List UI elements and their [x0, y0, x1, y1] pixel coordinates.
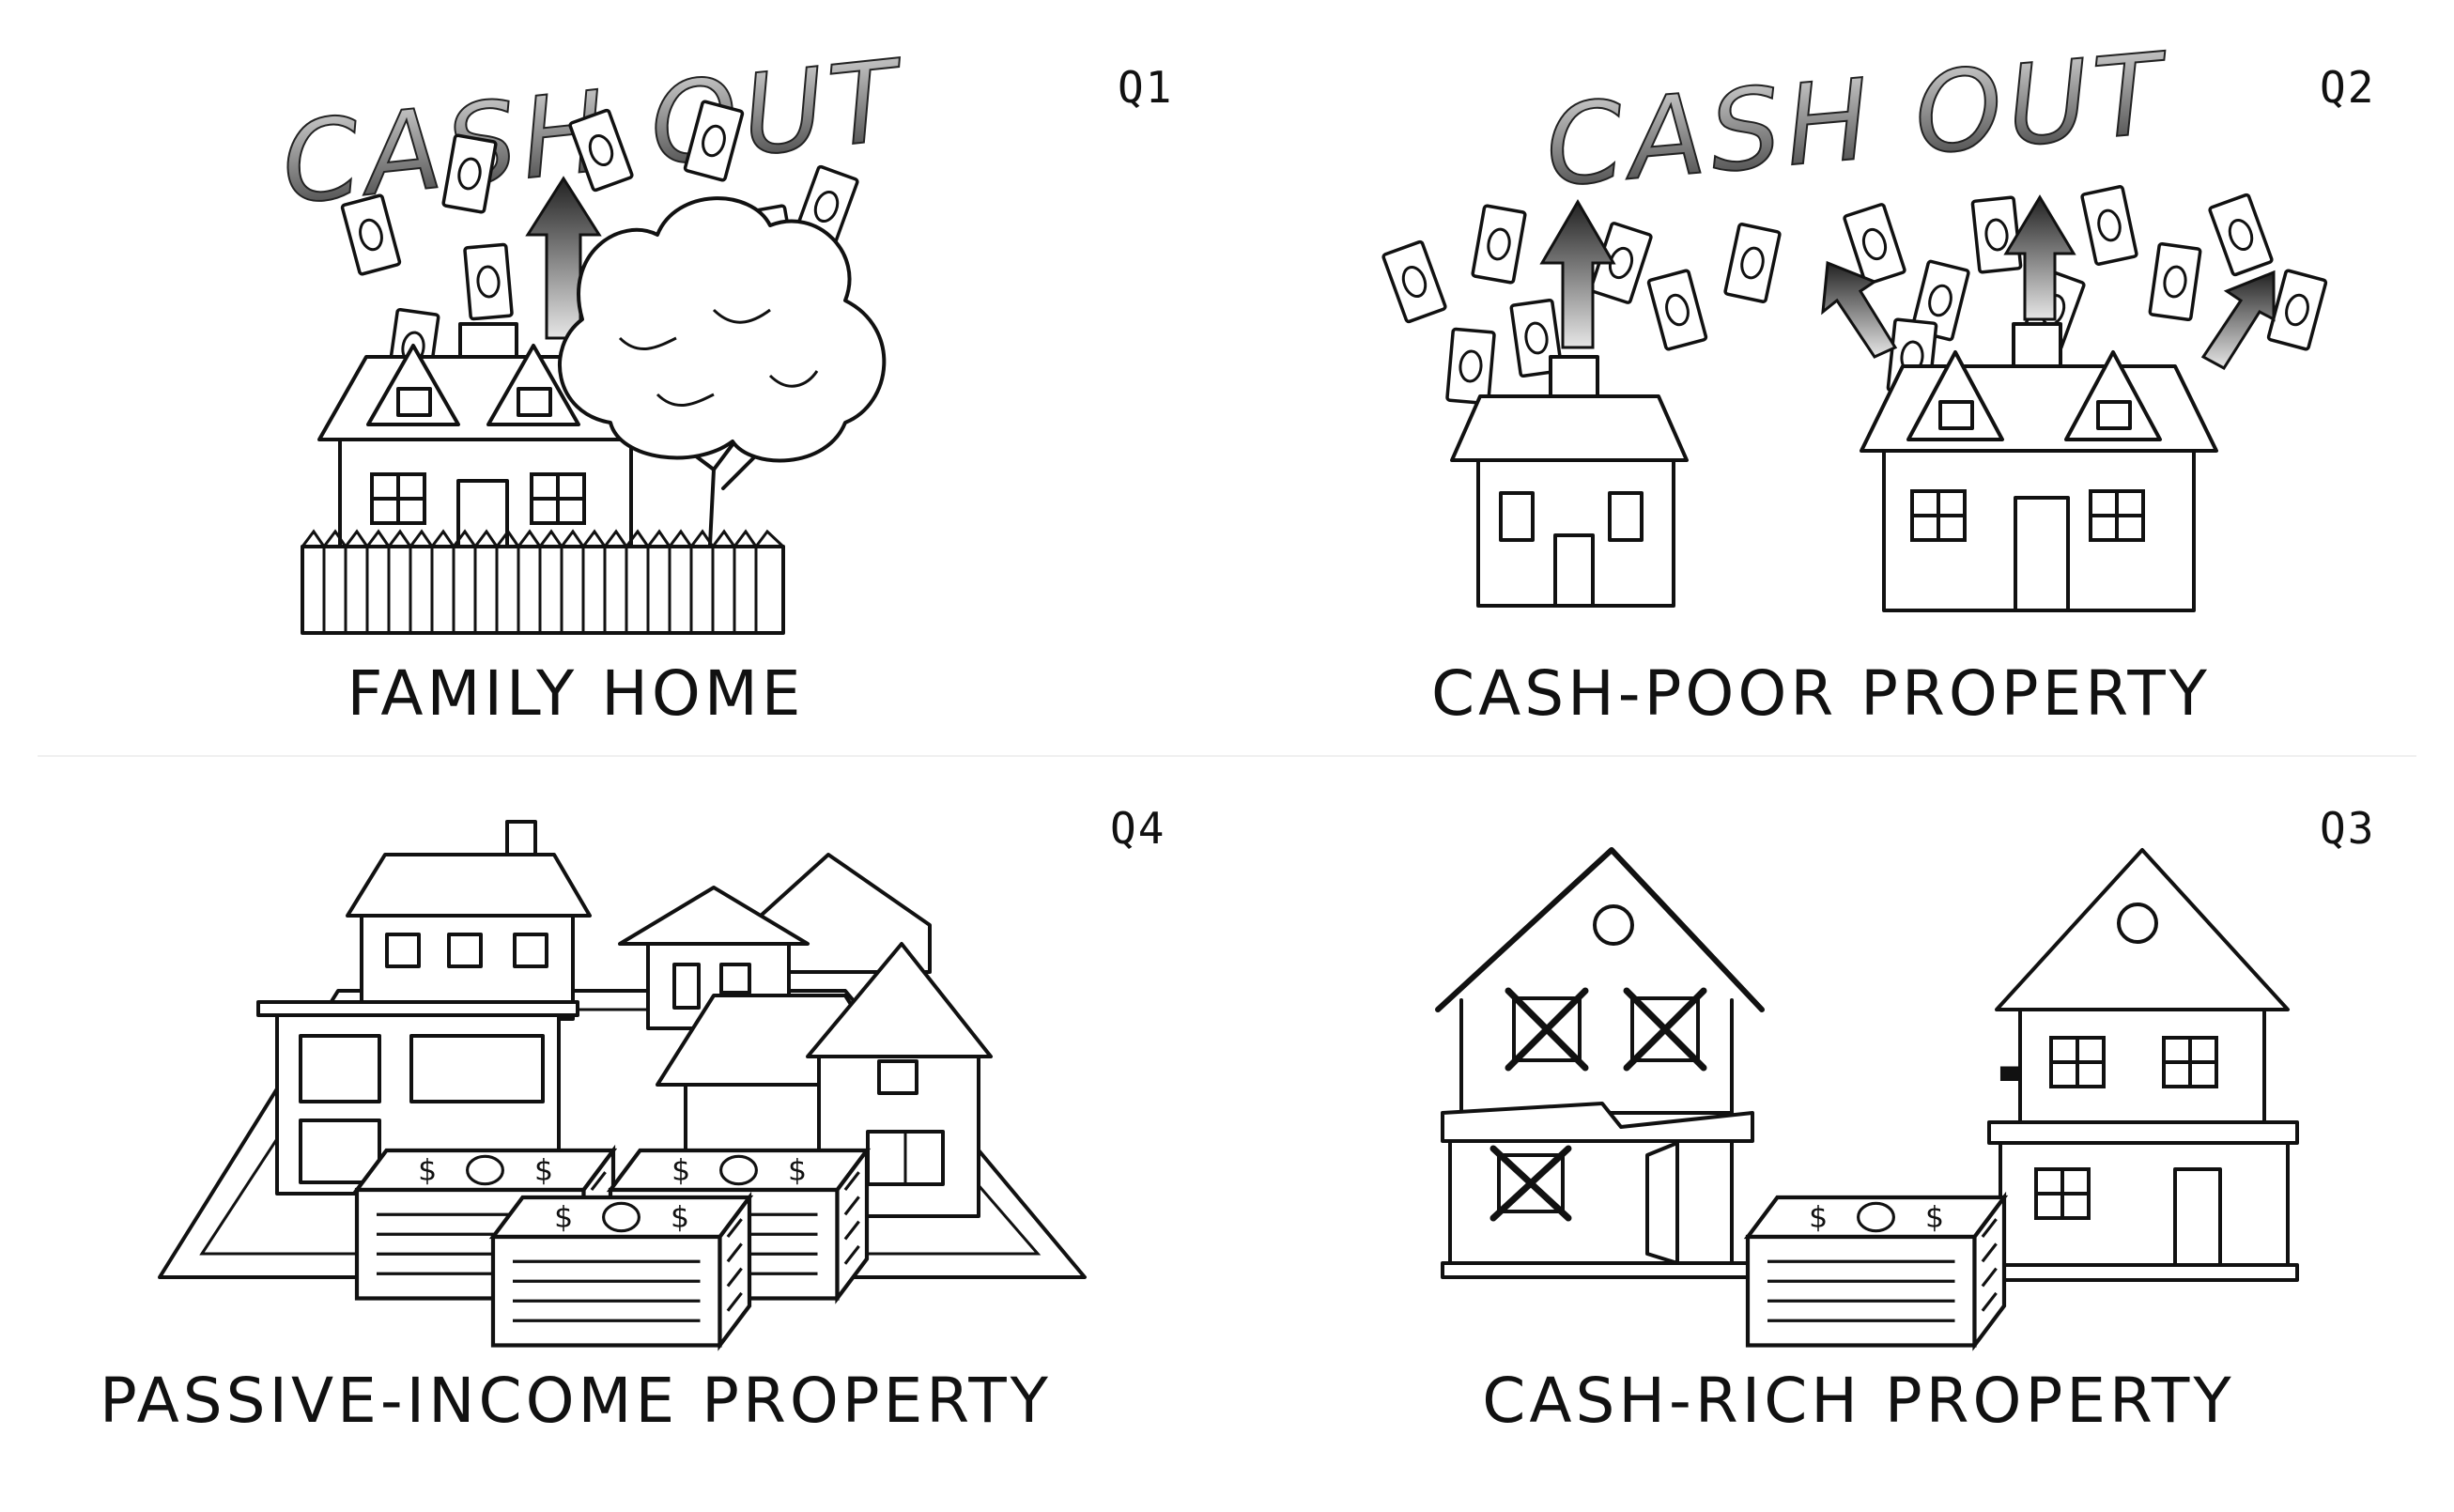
- quadrant-label-q2: Q2: [2320, 62, 2376, 113]
- caption-family-home: FAMILY HOME: [347, 657, 805, 730]
- fence-icon: [301, 529, 785, 635]
- quadrant-q3: Q3: [1227, 756, 2453, 1512]
- tree-icon: [558, 196, 887, 565]
- cash-rich-illustration: [1435, 847, 2299, 1512]
- quadrant-label-q3: Q3: [2320, 803, 2376, 854]
- quadrant-label-q4: Q4: [1110, 803, 1166, 854]
- money-stack-icon: [1748, 1197, 2004, 1346]
- family-home-illustration: CASH OUT: [275, 34, 912, 635]
- caption-cash-rich-property: CASH-RICH PROPERTY: [1482, 1365, 2235, 1437]
- quadrant-divider: [38, 755, 2416, 757]
- quadrant-q4: Q4: [0, 756, 1227, 1512]
- house-icon: [1450, 355, 1689, 608]
- cash-poor-illustration: CASH OUT: [1381, 27, 2328, 612]
- quadrant-q2: Q2 CASH OUT: [1227, 0, 2453, 756]
- cash-out-banner: CASH OUT: [1540, 28, 2174, 211]
- caption-cash-poor-property: CASH-POOR PROPERTY: [1431, 657, 2211, 730]
- quadrant-q1: Q1 CASH OUT: [0, 0, 1227, 756]
- house-icon: [1860, 322, 2218, 612]
- dilapidated-house-icon: [1435, 847, 1765, 1279]
- arrow-up-icon: [1539, 194, 2276, 370]
- money-stack-icon: [357, 1150, 867, 1346]
- quadrant-label-q1: Q1: [1118, 62, 1174, 113]
- passive-income-illustration: [158, 820, 1087, 1512]
- house-icon: [1987, 848, 2299, 1282]
- caption-passive-income-property: PASSIVE-INCOME PROPERTY: [100, 1365, 1052, 1437]
